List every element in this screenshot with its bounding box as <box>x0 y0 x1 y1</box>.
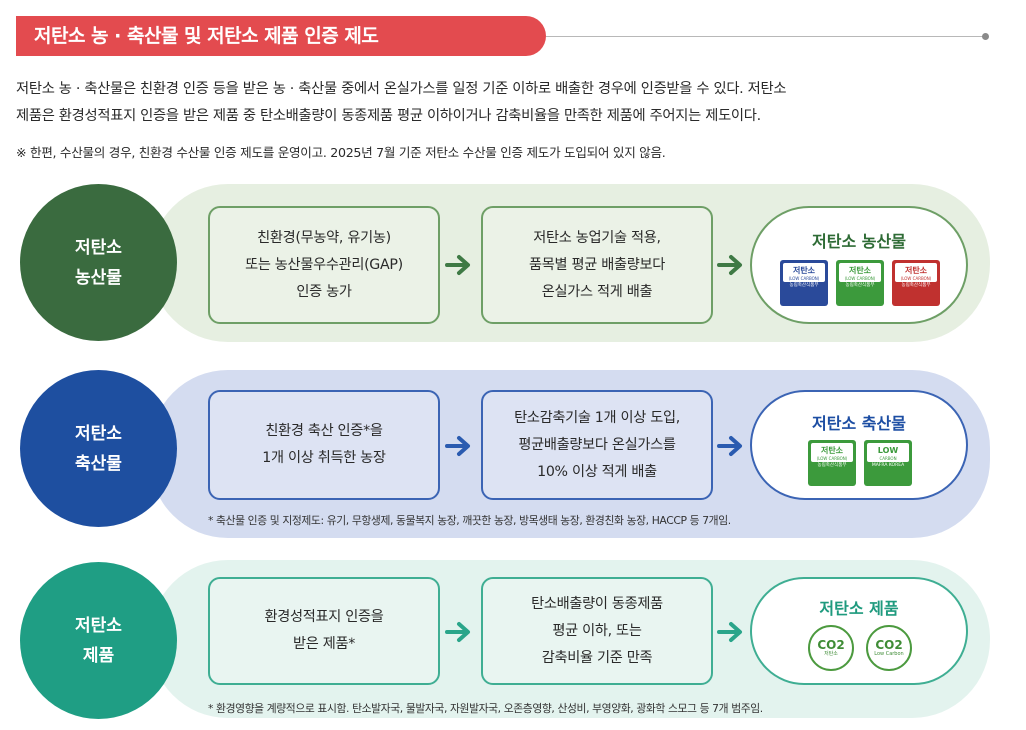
row-livestock-arrow-2 <box>717 436 742 456</box>
section-title: 저탄소 농 · 축산물 및 저탄소 제품 인증 제도 <box>16 16 546 56</box>
low-carbon-badge-green: 저탄소(LOW CARBON) 농림축산식품부 <box>808 440 856 486</box>
co2-low-carbon-seal: CO2 Low Carbon <box>866 625 912 671</box>
row-agri-arrow-1 <box>445 255 470 275</box>
intro-line-1: 저탄소 농 · 축산물은 친환경 인증 등을 받은 농 · 축산물 중에서 온실… <box>16 81 787 97</box>
note-text: ※ 한편, 수산물의 경우, 친환경 수산물 인증 제도를 운영이고. 2025… <box>16 145 666 160</box>
row-livestock-result-title: 저탄소 축산물 <box>812 414 906 433</box>
row-agri-step1: 친환경(무농약, 유기농) 또는 농산물우수관리(GAP) 인증 농가 <box>208 206 440 324</box>
row-agri-result: 저탄소 농산물 저탄소(LOW CARBON) 농림축산식품부 저탄소(LOW … <box>750 206 968 324</box>
title-divider-dot <box>982 33 989 40</box>
intro-line-2: 제품은 환경성적표지 인증을 받은 제품 중 탄소배출량이 동종제품 평균 이하… <box>16 108 761 124</box>
row-livestock-step1: 친환경 축산 인증*을 1개 이상 취득한 농장 <box>208 390 440 500</box>
row-agri-step2: 저탄소 농업기술 적용, 품목별 평균 배출량보다 온실가스 적게 배출 <box>481 206 713 324</box>
row-product-arrow-2 <box>717 622 742 642</box>
row-product-label: 저탄소 제품 <box>20 562 177 719</box>
row-livestock-step2: 탄소감축기술 1개 이상 도입, 평균배출량보다 온실가스를 10% 이상 적게… <box>481 390 713 500</box>
row-product-footnote: * 환경영향을 계량적으로 표시함. 탄소발자국, 물발자국, 자원발자국, 오… <box>208 702 763 715</box>
row-livestock-footnote: * 축산물 인증 및 지정제도: 유기, 무항생제, 동물복지 농장, 깨끗한 … <box>208 514 731 527</box>
co2-low-carbon-seal: CO2 저탄소 <box>808 625 854 671</box>
row-product-result: 저탄소 제품 CO2 저탄소 CO2 Low Carbon <box>750 577 968 685</box>
low-carbon-badge-blue: 저탄소(LOW CARBON) 농림축산식품부 <box>780 260 828 306</box>
row-product-step1: 환경성적표지 인증을 받은 제품* <box>208 577 440 685</box>
row-product-step2: 탄소배출량이 동종제품 평균 이하, 또는 감축비율 기준 만족 <box>481 577 713 685</box>
row-agri-arrow-2 <box>717 255 742 275</box>
row-agri-label: 저탄소 농산물 <box>20 184 177 341</box>
row-product-result-title: 저탄소 제품 <box>819 599 899 618</box>
row-product-arrow-1 <box>445 622 470 642</box>
row-livestock-label: 저탄소 축산물 <box>20 370 177 527</box>
row-livestock-arrow-1 <box>445 436 470 456</box>
title-divider <box>546 36 984 37</box>
row-agri-result-title: 저탄소 농산물 <box>812 232 906 251</box>
low-carbon-badge-green: 저탄소(LOW CARBON) 농림축산식품부 <box>836 260 884 306</box>
low-carbon-badge-red: 저탄소(LOW CARBON) 농림축산식품부 <box>892 260 940 306</box>
intro-text: 저탄소 농 · 축산물은 친환경 인증 등을 받은 농 · 축산물 중에서 온실… <box>16 76 1006 130</box>
